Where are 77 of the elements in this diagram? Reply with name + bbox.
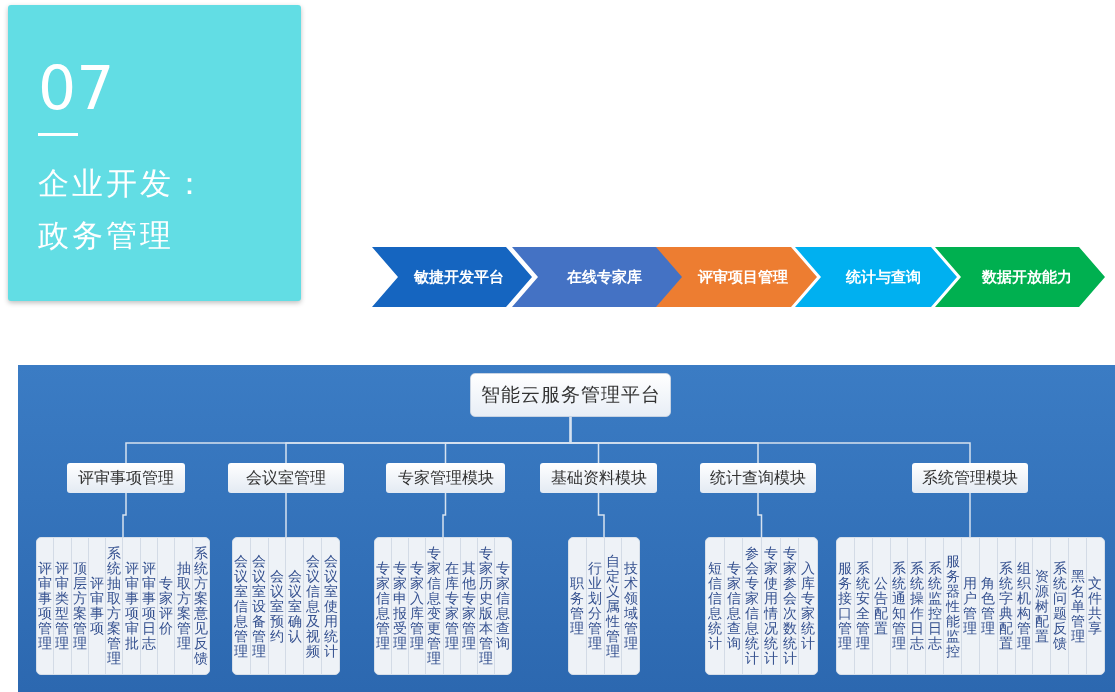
list-column: 专家参会次数统计: [780, 538, 800, 674]
list-column: 系统安全管理: [854, 538, 873, 674]
list-column: 系统操作日志: [908, 538, 927, 674]
list-column: 系统抽取方案管理: [106, 538, 124, 674]
list-column: 抽取方案管理: [175, 538, 193, 674]
platform-box: 智能云服务管理平台: [470, 373, 671, 417]
list-column: 组织机构管理: [1015, 538, 1034, 674]
list-column: 系统方案意见反馈: [192, 538, 209, 674]
list-column: 会议室设备管理: [250, 538, 269, 674]
module-box: 系统管理模块: [912, 463, 1028, 493]
connector-line: [969, 492, 971, 538]
list-column: 专家使用情况统计: [762, 538, 781, 674]
list-column: 顶层方案管理: [71, 538, 89, 674]
list-column: 评审类型管理: [54, 538, 72, 674]
module-box: 专家管理模块: [386, 463, 505, 493]
chevron-step: 在线专家库: [512, 247, 682, 307]
list-column: 其他专家管理: [460, 538, 478, 674]
list-column: 专家信息管理: [375, 538, 393, 674]
list-column: 专家评价: [158, 538, 176, 674]
list-column: 公告配置: [872, 538, 891, 674]
chevron-step: 敏捷开发平台: [372, 247, 532, 307]
list-column: 用户管理: [962, 538, 980, 674]
list-column: 评审事项管理: [37, 538, 55, 674]
list-column: 系统监控日志: [926, 538, 945, 674]
list-column: 系统问题反馈: [1051, 538, 1070, 674]
module-box: 基础资料模块: [540, 463, 657, 493]
list-column: 技术领域管理: [622, 538, 639, 674]
function-list-panel: [374, 537, 512, 675]
list-column: 专家入库管理: [409, 538, 427, 674]
chevron-step: 数据开放能力: [935, 247, 1105, 307]
title-card: [8, 5, 301, 301]
list-column: 文件共享: [1087, 538, 1104, 674]
list-column: 服务器性能监控: [944, 538, 962, 674]
list-column: 参会专家信息统计: [743, 538, 762, 674]
list-column: 入库专家统计: [799, 538, 818, 674]
card-number: 07: [38, 53, 115, 123]
function-list-panel: [568, 537, 640, 675]
connector-line: [569, 416, 971, 464]
connector-line: [597, 492, 605, 538]
list-column: 系统字典配置: [997, 538, 1016, 674]
connector-line: [285, 492, 287, 538]
list-column: 角色管理: [979, 538, 998, 674]
list-column: 专家历史版本管理: [477, 538, 495, 674]
chevron-step: 评审项目管理: [655, 247, 817, 307]
list-column: 行业划分管理: [586, 538, 605, 674]
list-column: 专家信息变更管理: [426, 538, 444, 674]
list-column: 会议信息及视频: [304, 538, 323, 674]
connector-line: [122, 492, 127, 538]
list-column: 专家申报受理: [392, 538, 410, 674]
list-column: 服务接口管理: [837, 538, 855, 674]
connector-line: [757, 492, 763, 538]
list-column: 会议室信息管理: [233, 538, 251, 674]
module-box: 会议室管理: [228, 463, 344, 493]
list-column: 专家信息查询: [494, 538, 511, 674]
function-list-panel: [836, 537, 1105, 675]
list-column: 会议室预约: [268, 538, 287, 674]
list-column: 系统通知管理: [890, 538, 909, 674]
function-list-panel: [232, 537, 340, 675]
chevron-step: 统计与查询: [795, 247, 957, 307]
list-column: 会议室确认: [286, 538, 305, 674]
connector-line: [442, 492, 447, 538]
list-column: 黑名单管理: [1069, 538, 1088, 674]
list-column: 职务管理: [569, 538, 587, 674]
list-column: 会议室使用统计: [322, 538, 339, 674]
function-list-panel: [36, 537, 210, 675]
function-list-panel: [705, 537, 818, 675]
list-column: 评审事项审批: [123, 538, 141, 674]
list-column: 自定义属性管理: [604, 538, 623, 674]
list-column: 评审事项日志: [140, 538, 159, 674]
list-column: 评审事项: [88, 538, 107, 674]
module-box: 评审事项管理: [67, 463, 185, 493]
module-box: 统计查询模块: [700, 463, 816, 493]
list-column: 专家信息查询: [724, 538, 744, 674]
card-title: 企业开发：政务管理: [38, 164, 209, 255]
list-column: 资源树配置: [1033, 538, 1052, 674]
list-column: 短信信息统计: [706, 538, 725, 674]
list-column: 在库专家管理: [443, 538, 461, 674]
